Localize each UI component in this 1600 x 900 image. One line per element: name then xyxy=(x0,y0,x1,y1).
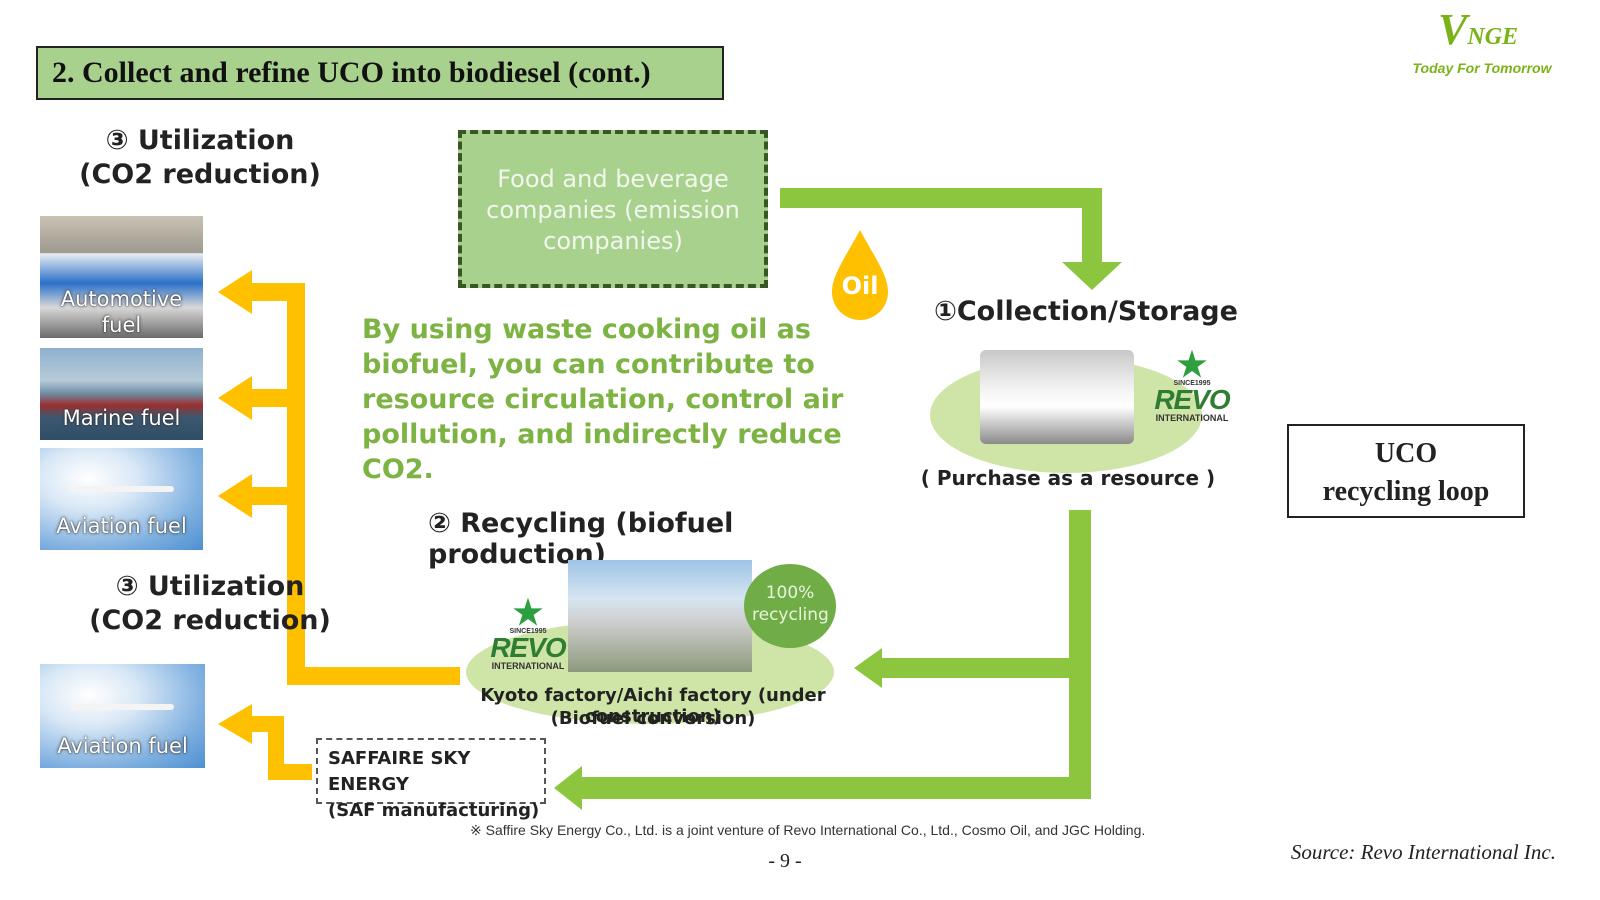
yellow-arrowhead-marine xyxy=(218,376,252,420)
utilization-line1: ③ Utilization xyxy=(105,125,295,156)
aviation-saf-photo: Aviation fuel xyxy=(40,664,205,768)
yellow-arrowhead-aviation xyxy=(218,474,252,518)
yellow-arrow-saf xyxy=(250,716,312,780)
oil-label: Oil xyxy=(841,272,879,300)
saf-line1: SAFFAIRE SKY ENERGY xyxy=(328,748,471,795)
vnge-logo: VNGE xyxy=(1438,6,1558,61)
food-beverage-box: Food and beverage companies (emission co… xyxy=(458,130,768,288)
oil-drop-icon xyxy=(832,230,888,320)
revo-since: SINCE1995 xyxy=(1173,380,1211,387)
green-arrowhead-saf xyxy=(554,766,582,810)
source-credit: Source: Revo International Inc. xyxy=(1290,840,1556,864)
airplane-icon xyxy=(70,486,174,492)
marine-fuel-photo: Marine fuel xyxy=(40,348,203,440)
utilization-heading-top: ③ Utilization (CO2 reduction) xyxy=(70,124,330,192)
footnote: ※ Saffire Sky Energy Co., Ltd. is a join… xyxy=(470,822,1146,838)
uco-line2: recycling loop xyxy=(1322,476,1490,507)
factory-photo xyxy=(568,560,752,672)
utilization-heading-bottom: ③ Utilization (CO2 reduction) xyxy=(80,570,340,638)
green-arrowhead-factory xyxy=(854,648,882,688)
collection-truck-photo xyxy=(980,350,1134,444)
star-icon: ★ xyxy=(1176,346,1208,384)
aviation-fuel-photo: Aviation fuel xyxy=(40,448,203,550)
recycling-caption-2: (Biofuel conversion) xyxy=(550,708,756,729)
revo-logo-collection: ★ SINCE1995 REVO INTERNATIONAL xyxy=(1150,346,1234,423)
saf-box: SAFFAIRE SKY ENERGY (SAF manufacturing) xyxy=(316,738,546,821)
revo-since: SINCE1995 xyxy=(509,628,547,635)
green-arrow-down xyxy=(580,510,1091,799)
revo-name: REVO xyxy=(1154,384,1230,415)
utilization-line2: (CO2 reduction) xyxy=(79,159,321,190)
logo-text: NGE xyxy=(1467,24,1519,50)
yellow-arrowhead-auto xyxy=(218,270,252,314)
revo-intl: INTERNATIONAL xyxy=(1155,413,1229,423)
utilization-line2: (CO2 reduction) xyxy=(89,605,331,636)
airplane-icon xyxy=(70,704,174,710)
recycling-badge: 100% recycling xyxy=(744,564,836,648)
uco-loop-box: UCO recycling loop xyxy=(1287,424,1525,518)
saf-line2: (SAF manufacturing) xyxy=(328,800,540,821)
green-arrowhead-collection xyxy=(1062,262,1122,290)
yellow-arrowhead-saf xyxy=(218,704,252,744)
collection-title: ①Collection/Storage xyxy=(934,296,1238,327)
recycling-caption-1: Kyoto factory/Aichi factory (under const… xyxy=(480,685,826,727)
yellow-arrow-main xyxy=(250,283,460,685)
logo-letter: V xyxy=(1438,5,1468,54)
marine-fuel-label: Marine fuel xyxy=(62,406,181,430)
automotive-fuel-photo: Automotive fuel xyxy=(40,216,203,338)
star-icon: ★ xyxy=(512,594,544,632)
green-arrow-to-collection xyxy=(780,188,1102,268)
collection-caption: ( Purchase as a resource ) xyxy=(920,466,1216,490)
automotive-fuel-label: Automotive fuel xyxy=(60,287,183,337)
logo-tagline: Today For Tomorrow xyxy=(1412,60,1552,76)
revo-intl: INTERNATIONAL xyxy=(491,661,565,671)
aviation-saf-label: Aviation fuel xyxy=(57,734,188,758)
page-number: - 9 - xyxy=(768,850,802,872)
utilization-line1: ③ Utilization xyxy=(115,571,305,602)
message-text: By using waste cooking oil as biofuel, y… xyxy=(362,314,844,485)
uco-line1: UCO xyxy=(1374,438,1438,469)
slide-title: 2. Collect and refine UCO into biodiesel… xyxy=(36,46,724,100)
revo-logo-factory: ★ SINCE1995 REVO INTERNATIONAL xyxy=(486,594,570,671)
aviation-fuel-label: Aviation fuel xyxy=(56,514,187,538)
revo-name: REVO xyxy=(490,632,566,663)
